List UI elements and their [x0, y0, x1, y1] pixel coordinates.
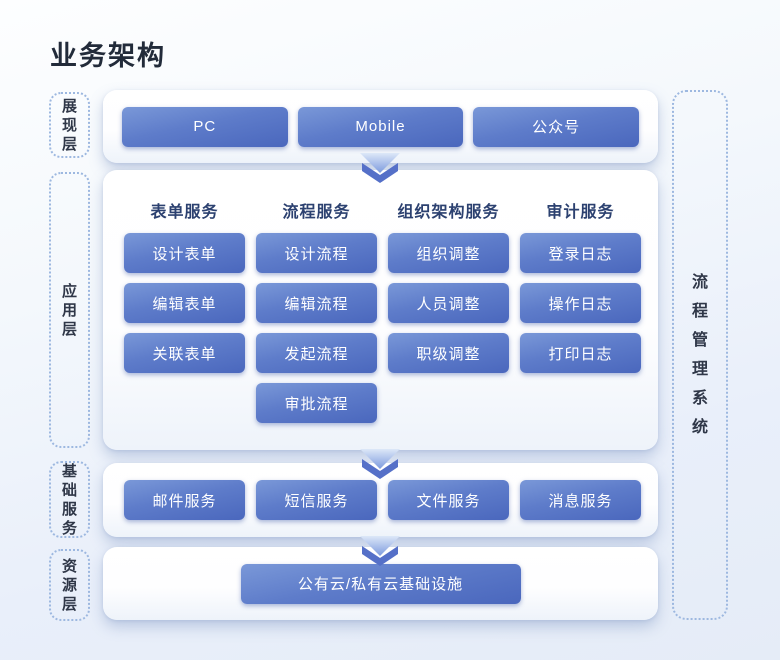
node-print-log: 打印日志 [520, 333, 641, 373]
node-sms-service: 短信服务 [256, 480, 377, 520]
layer-label-text: 应用层 [61, 282, 77, 338]
layer-label-resource: 资源层 [49, 549, 90, 621]
node-personnel-adjust: 人员调整 [388, 283, 509, 323]
node-pc: PC [122, 106, 288, 147]
column-org-structure-service: 组织架构服务 组织调整 人员调整 职级调整 [388, 197, 509, 433]
node-cloud-infrastructure: 公有云/私有云基础设施 [240, 563, 521, 604]
presentation-layer-panel: PC Mobile 公众号 [103, 90, 658, 163]
layer-label-presentation: 展现层 [49, 92, 90, 158]
column-header: 表单服务 [150, 204, 219, 221]
column-header: 审计服务 [546, 204, 615, 221]
down-arrow-icon [360, 153, 400, 183]
node-message-service: 消息服务 [520, 480, 641, 520]
down-arrow-icon [360, 536, 400, 566]
node-mobile: Mobile [297, 106, 464, 147]
node-design-form: 设计表单 [124, 233, 245, 273]
page-title: 业务架构 [50, 41, 166, 71]
layer-label-text: 基础服务 [61, 462, 77, 537]
node-operation-log: 操作日志 [520, 283, 641, 323]
column-header: 组织架构服务 [397, 204, 500, 221]
node-rank-adjust: 职级调整 [388, 333, 509, 373]
down-arrow-icon [360, 449, 400, 479]
process-management-system-label: 流程管理系统 [672, 90, 728, 620]
layer-label-text: 展现层 [61, 97, 77, 153]
column-header: 流程服务 [282, 204, 351, 221]
application-layer-panel: 表单服务 设计表单 编辑表单 关联表单 流程服务 设计流程 编辑流程 发起流程 … [103, 170, 658, 450]
column-process-service: 流程服务 设计流程 编辑流程 发起流程 审批流程 [256, 197, 377, 433]
node-start-process: 发起流程 [256, 333, 377, 373]
node-link-form: 关联表单 [124, 333, 245, 373]
right-label-text: 流程管理系统 [691, 274, 708, 436]
node-mail-service: 邮件服务 [124, 480, 245, 520]
node-edit-form: 编辑表单 [124, 283, 245, 323]
layer-label-application: 应用层 [49, 172, 90, 448]
layer-label-basic-services: 基础服务 [49, 461, 90, 538]
column-form-service: 表单服务 设计表单 编辑表单 关联表单 [124, 197, 245, 433]
column-audit-service: 审计服务 登录日志 操作日志 打印日志 [520, 197, 641, 433]
node-file-service: 文件服务 [388, 480, 509, 520]
layer-label-text: 资源层 [61, 557, 77, 613]
node-design-process: 设计流程 [256, 233, 377, 273]
node-edit-process: 编辑流程 [256, 283, 377, 323]
node-official-account: 公众号 [473, 106, 640, 147]
node-approve-process: 审批流程 [256, 383, 377, 423]
node-login-log: 登录日志 [520, 233, 641, 273]
node-org-adjust: 组织调整 [388, 233, 509, 273]
